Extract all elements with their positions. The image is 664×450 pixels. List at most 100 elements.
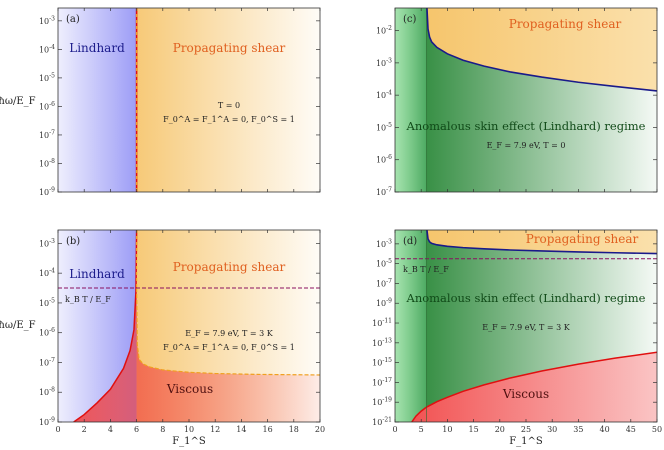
kbt-line-label: k_B T / E_F [65, 295, 111, 304]
propagating-shear-gradient [426, 230, 657, 254]
panel-c-label: (c) [403, 14, 417, 25]
y-tick-label: 10-8 [39, 158, 55, 169]
panel-d-curves [395, 230, 657, 422]
annotation-fermi-energy-temperature: E_F = 7.9 eV, T = 3 K [185, 329, 273, 338]
panel-a: 10-910-810-710-610-510-410-3 (a) Lindhar… [0, 7, 321, 198]
y-tick-label: 10-3 [39, 15, 55, 26]
region-label-viscous: Viscous [502, 387, 549, 401]
viscous-boundary-curve [411, 351, 657, 422]
x-tick-label: 45 [626, 425, 636, 434]
x-tick-label: 15 [469, 425, 479, 434]
region-label-propagating-shear: Propagating shear [173, 41, 286, 55]
x-tick-label: 8 [160, 425, 165, 434]
panel-d-frame [394, 229, 658, 423]
region-label-propagating-shear: Propagating shear [509, 17, 622, 31]
propagating-boundary-curve [426, 230, 657, 255]
y-tick-label: 10-7 [39, 129, 55, 140]
y-tick-label: 10-3 [376, 57, 392, 68]
x-tick-label: 35 [573, 425, 583, 434]
x-tick-label: 10 [442, 425, 452, 434]
anomalous-strip-region [395, 230, 427, 422]
panel-a-label: (a) [66, 14, 80, 25]
x-tick-label: 30 [547, 425, 557, 434]
crossover-curve [136, 288, 320, 376]
panel-b-label: (b) [66, 236, 80, 247]
y-tick-label: 10-5 [376, 122, 392, 133]
y-tick-label: 10-5 [376, 258, 392, 269]
panel-a-frame [57, 7, 321, 193]
y-tick-label: 10-2 [376, 25, 392, 36]
y-tick-label: 10-3 [39, 238, 55, 249]
panel-d-label: (d) [403, 236, 417, 247]
panel-b-frame [57, 229, 321, 423]
y-tick-label: 10-7 [376, 278, 392, 289]
panel-b-curves [58, 230, 320, 422]
x-tick-label: 25 [521, 425, 531, 434]
y-tick-label: 10-11 [372, 318, 392, 329]
y-tick-label: 10-7 [376, 187, 392, 198]
panel-c-curves [426, 8, 657, 192]
panel-b-ylabel: ħω/E_F [0, 320, 36, 331]
annotation-fermi-energy-temperature: E_F = 7.9 eV, T = 3 K [482, 323, 570, 332]
region-label-viscous: Viscous [166, 382, 213, 396]
y-tick-label: 10-9 [39, 187, 55, 198]
x-tick-label: 14 [236, 425, 246, 434]
y-tick-label: 10-21 [372, 417, 392, 428]
annotation-temperature: T = 0 [218, 101, 240, 110]
x-tick-label: 2 [82, 425, 87, 434]
kbt-line-label: k_B T / E_F [403, 265, 449, 274]
panel-c-ticks: 10-7 10-6 10-5 10-4 10-3 10-2 [376, 8, 658, 198]
region-label-anomalous-skin-effect: Anomalous skin effect (Lindhard) regime [406, 291, 646, 305]
viscous-boundary-curve [73, 230, 138, 422]
y-tick-label: 10-3 [376, 238, 392, 249]
x-tick-label: 20 [315, 425, 325, 434]
region-label-lindhard: Lindhard [69, 41, 125, 55]
x-tick-label: 16 [263, 425, 273, 434]
region-label-lindhard: Lindhard [69, 267, 125, 281]
viscous-gradient [411, 352, 657, 422]
x-tick-label: 50 [652, 425, 662, 434]
propagating-shear-gradient [426, 8, 657, 91]
panel-a-fills [58, 8, 320, 192]
x-tick-label: 4 [108, 425, 113, 434]
propagating-boundary-curve [426, 8, 657, 92]
y-tick-label: 10-19 [372, 397, 392, 408]
x-tick-label: 0 [392, 425, 397, 434]
annotation-fermi-energy-temperature: E_F = 7.9 eV, T = 0 [487, 141, 566, 150]
y-tick-label: 10-4 [376, 90, 392, 101]
region-label-propagating-shear: Propagating shear [173, 260, 286, 274]
y-tick-label: 10-15 [372, 357, 392, 368]
y-tick-label: 10-17 [372, 377, 392, 388]
y-tick-label: 10-8 [39, 387, 55, 398]
y-tick-label: 10-4 [39, 44, 55, 55]
x-tick-label: 40 [600, 425, 610, 434]
panel-a-ylabel: ħω/E_F [0, 96, 36, 107]
panel-b-xlabel: F_1^S [172, 436, 206, 447]
x-tick-label: 10 [184, 425, 194, 434]
y-tick-label: 10-6 [39, 101, 55, 112]
x-tick-label: 6 [134, 425, 139, 434]
y-tick-label: 10-7 [39, 357, 55, 368]
y-tick-label: 10-4 [39, 268, 55, 279]
y-tick-label: 10-6 [39, 327, 55, 338]
lindhard-region [58, 8, 137, 192]
panel-c-fills [395, 8, 657, 192]
x-tick-label: 0 [55, 425, 60, 434]
y-tick-label: 10-9 [376, 298, 392, 309]
annotation-landau-parameters: F_0^A = F_1^A = 0, F_0^S = 1 [163, 343, 295, 352]
panel-c-frame [394, 7, 658, 193]
panel-d-xlabel: F_1^S [509, 436, 543, 447]
region-label-anomalous-skin-effect: Anomalous skin effect (Lindhard) regime [406, 119, 646, 133]
panel-b-fills [58, 230, 320, 422]
y-tick-label: 10-13 [372, 337, 392, 348]
x-tick-label: 18 [289, 425, 299, 434]
y-tick-label: 10-6 [376, 154, 392, 165]
propagating-shear-region [136, 8, 320, 192]
viscous-region [73, 230, 320, 422]
region-label-propagating-shear: Propagating shear [526, 232, 639, 246]
panel-c: 10-7 10-6 10-5 10-4 10-3 10-2 (c) Propagating… [376, 7, 658, 198]
